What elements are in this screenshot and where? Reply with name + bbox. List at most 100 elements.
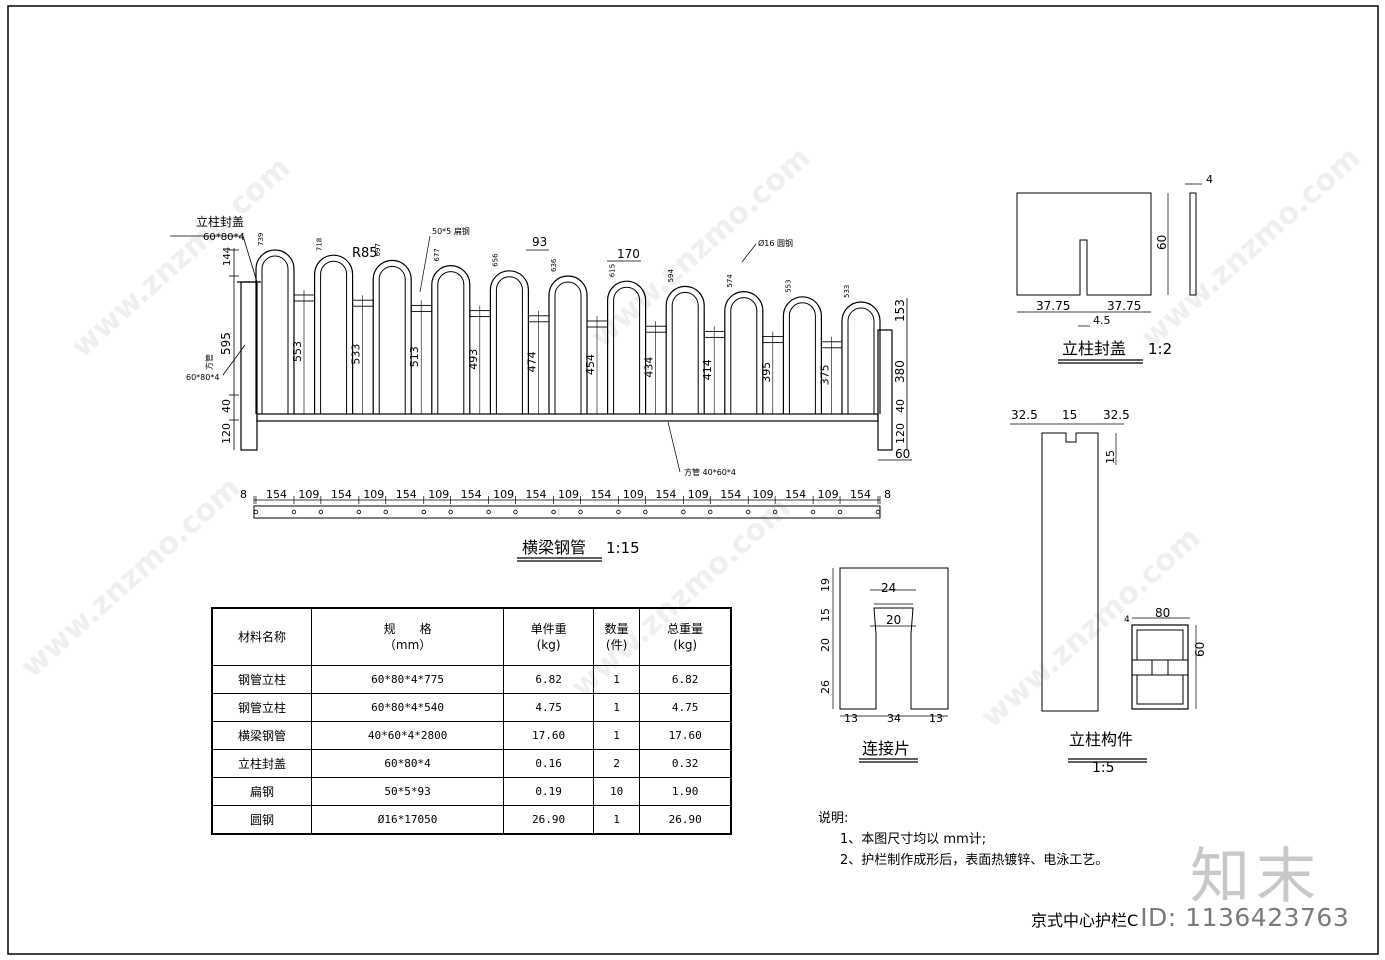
table-header-unit: (kg) xyxy=(673,638,698,652)
side-post-spec: 60*80*4 xyxy=(186,373,219,382)
table-cell: 60*80*4*540 xyxy=(310,693,505,722)
arch-height-label: 574 xyxy=(726,274,734,288)
table-cell: 10 xyxy=(592,777,641,806)
table-cell: 2 xyxy=(592,749,641,778)
post-dim-4: 4 xyxy=(1124,615,1130,625)
conn-dim-20v: 20 xyxy=(819,638,832,652)
beam-hole xyxy=(551,509,556,515)
table-cell: 1 xyxy=(592,693,641,722)
beam-spacing-label: 8 xyxy=(884,488,891,501)
post-section-bottom xyxy=(1136,674,1184,705)
cap-title: 立柱封盖 xyxy=(1062,339,1126,358)
beam-spacing-label: 154 xyxy=(331,488,352,501)
beam-spacing-label: 109 xyxy=(753,488,774,501)
dim-170: 170 xyxy=(617,247,640,261)
beam-hole xyxy=(318,509,324,515)
table-header-unit: (件) xyxy=(605,638,628,652)
table-header: 材料名称 xyxy=(211,607,312,666)
beam-spacing-label: 109 xyxy=(688,488,709,501)
arch-height-label: 533 xyxy=(843,285,851,298)
arch-height-label: 636 xyxy=(550,258,558,272)
table-cell: 6.82 xyxy=(639,665,732,694)
table-cell: 6.82 xyxy=(503,665,594,694)
post-outline xyxy=(1041,432,1099,712)
post-dim-325l: 32.5 xyxy=(1011,408,1038,422)
table-cell: 4.75 xyxy=(639,693,732,722)
beam-hole xyxy=(681,509,686,515)
conn-dim-15: 15 xyxy=(819,608,832,622)
arch xyxy=(255,249,295,414)
arch xyxy=(665,285,705,414)
beam-hole xyxy=(253,509,259,515)
post-section-top xyxy=(1136,629,1184,661)
table-cell: 26.90 xyxy=(639,805,732,835)
beam-scale: 1:15 xyxy=(606,539,640,557)
arch-height-label: 677 xyxy=(433,248,441,261)
beam-tube xyxy=(253,505,881,519)
beam-spacing-label: 154 xyxy=(590,488,611,501)
beam-hole xyxy=(746,509,751,515)
table-header-line: 材料名称 xyxy=(237,630,286,644)
cap-detail xyxy=(1016,183,1202,327)
cap-dim-60: 60 xyxy=(1155,235,1169,250)
beam-hole xyxy=(708,509,713,515)
table-cell: 扁钢 xyxy=(211,777,312,806)
beam-hole xyxy=(486,509,491,515)
beam-hole xyxy=(772,509,778,515)
table-cell: 17.60 xyxy=(503,721,594,750)
cap-dim-left: 37.75 xyxy=(1036,299,1070,313)
bottom-beam xyxy=(256,413,879,422)
post-dim-80: 80 xyxy=(1155,606,1170,620)
beam-hole xyxy=(356,509,362,515)
arch xyxy=(841,301,881,414)
beam-hole xyxy=(513,509,518,515)
dim-153: 153 xyxy=(893,299,907,322)
arch xyxy=(372,259,412,414)
arch xyxy=(782,296,822,414)
cap-scale: 1:2 xyxy=(1148,340,1172,358)
conn-dim-24: 24 xyxy=(881,581,896,595)
beam-spacing-label: 154 xyxy=(396,488,417,501)
conn-dim-34: 34 xyxy=(887,712,901,725)
table-header: 单件重(kg) xyxy=(503,607,594,666)
drawing-id: ID: 1136423763 xyxy=(1140,903,1350,932)
post-dim-60: 60 xyxy=(1193,642,1207,657)
arch-height-label: 656 xyxy=(491,253,499,267)
radius-label: R85 xyxy=(352,246,378,261)
table-cell: 0.19 xyxy=(503,777,594,806)
notes: 说明: 1、本图尺寸均以 mm计; 2、护栏制作成形后，表面热镀锌、电泳工艺。 xyxy=(818,808,1108,871)
table-cell: 60*80*4*775 xyxy=(310,665,505,694)
arch-inner-height: 533 xyxy=(350,344,363,365)
table-cell: 40*60*4*2800 xyxy=(310,721,505,750)
table-cell: 1 xyxy=(592,665,641,694)
arch xyxy=(489,270,529,414)
table-cell: 17.60 xyxy=(639,721,732,750)
arch xyxy=(548,275,588,414)
beam-spacing-label: 154 xyxy=(461,488,482,501)
cap-side xyxy=(1189,192,1197,296)
right-dimensions xyxy=(878,298,912,461)
table-cell: 钢管立柱 xyxy=(211,665,312,694)
post-dim-15v: 15 xyxy=(1104,450,1117,464)
table-cell: 钢管立柱 xyxy=(211,693,312,722)
conn-dim-13l: 13 xyxy=(844,712,858,725)
arch-inner-height: 434 xyxy=(643,357,656,378)
beam-hole xyxy=(616,509,621,515)
table-cell: 圆钢 xyxy=(211,805,312,835)
beam-spacing-label: 154 xyxy=(655,488,676,501)
beam-hole xyxy=(291,509,297,515)
arch-height-label: 594 xyxy=(667,268,675,282)
arch-inner-height: 493 xyxy=(467,349,480,370)
post-section-outer xyxy=(1131,624,1189,710)
conn-dim-13r: 13 xyxy=(929,712,943,725)
beam-spacing-label: 109 xyxy=(298,488,319,501)
table-cell: 4.75 xyxy=(503,693,594,722)
table-header-line: 单件重 xyxy=(530,622,567,636)
side-post-label: 方管 xyxy=(204,354,214,370)
